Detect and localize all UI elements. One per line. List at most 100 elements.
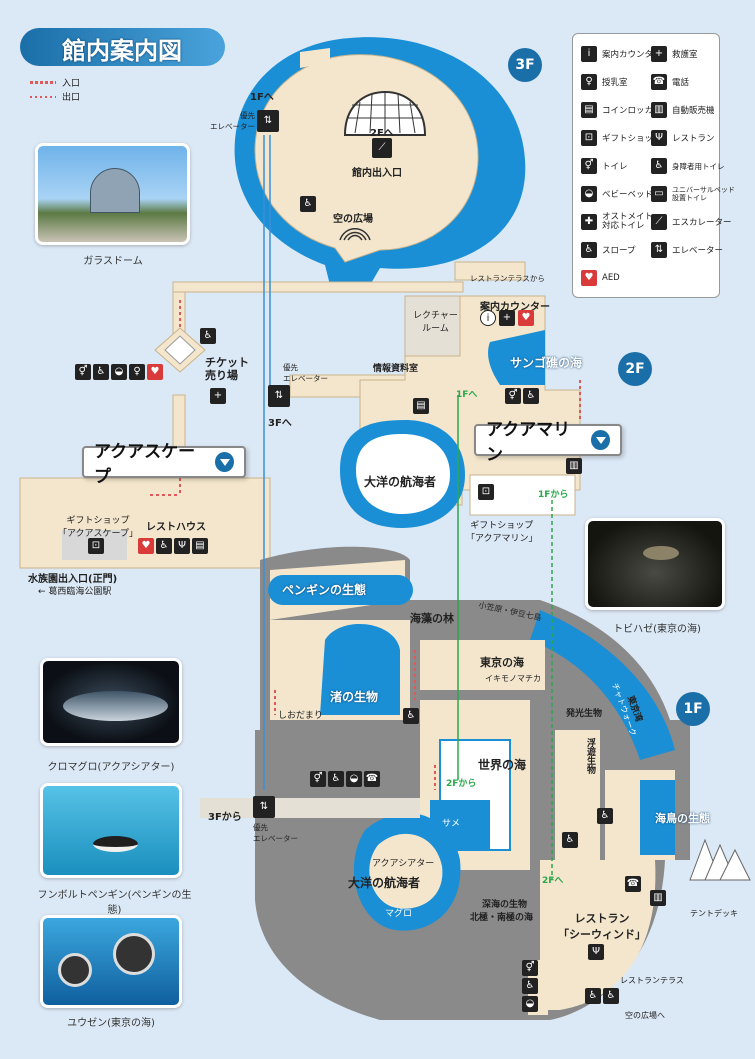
label-gift-aquamarine: ギフトショップ 「アクアマリン」 (466, 521, 538, 544)
elevator-icon: ⇅ (651, 242, 667, 258)
legend-first-aid: +救護室 (651, 40, 698, 68)
label-seaweed: 海藻の林 (410, 612, 454, 625)
1f-south-icons: ⚥ ♿ ◒ (522, 960, 538, 1012)
ticket-facility-icons: ⚥ ♿ ◒ ♀ ♥ (75, 364, 163, 380)
legend-aed: ♥AED (581, 264, 620, 292)
penguin-photo (40, 783, 182, 878)
accessible-toilet-icon: ♿ (328, 771, 344, 787)
floor-1f-badge: 1F (676, 692, 710, 726)
label-tide-pool: しおだまり (278, 711, 323, 721)
legend-elevator: ⇅エレベーター (651, 236, 723, 264)
universal-bed-icon: ▭ (651, 186, 667, 202)
toilet-icon: ⚥ (581, 158, 597, 174)
aed-icon: ♥ (518, 310, 534, 326)
vending-icon-2f: ▥ (566, 458, 582, 474)
label-2f-ocean-voyagers: 大洋の航海者 (364, 475, 437, 489)
legend-toilet: ⚥トイレ (581, 152, 628, 180)
aquamarine-callout[interactable]: アクアマリン (474, 420, 622, 465)
accessible-toilet-icon: ♿ (603, 988, 619, 1004)
label-1f-from-2f: 2Fから (446, 779, 477, 789)
ticket-booth-area (154, 327, 206, 373)
baby-bed-icon: ◒ (346, 771, 362, 787)
label-info-counter: 案内カウンター (480, 302, 550, 313)
label-1f-priority-elevator: 優先 エレベーター (253, 823, 298, 843)
label-ticket: チケット 売り場 (205, 356, 249, 382)
aed-icon: ♥ (581, 270, 597, 286)
photo-caption-butterflyfish: ユウゼン(東京の海) (67, 1018, 155, 1029)
ostomate-icon: ✚ (581, 214, 597, 230)
slope-icon: ♿ (581, 242, 597, 258)
label-1f-ocean-voyagers: 大洋の航海者 (348, 876, 421, 890)
legend-label: レストラン (672, 134, 715, 144)
legend-label: 電話 (672, 78, 690, 88)
tent-deck-icon (689, 838, 751, 881)
elevator-icon-3f[interactable]: ⇅ (257, 110, 279, 132)
slope-icon-1f-b: ♿ (597, 808, 613, 824)
legend-nursing: ♀授乳室 (581, 68, 628, 96)
aquascape-callout[interactable]: アクアスケープ (82, 442, 246, 487)
escalator-icon-3f[interactable]: ⟋ (372, 138, 392, 158)
legend-label: 授乳室 (602, 78, 628, 88)
photo-caption-tuna: クロマグロ(アクアシアター) (47, 762, 175, 773)
elevator-icon-1f[interactable]: ⇅ (253, 796, 275, 818)
elevator-icon-2f[interactable]: ⇅ (268, 385, 290, 407)
label-2f-to-1f: 1Fへ (456, 390, 478, 400)
legend-label: オストメイト 対応トイレ (602, 212, 654, 231)
accessible-toilet-icon: ♿ (522, 978, 538, 994)
elevator-route-lines (263, 135, 271, 790)
first-aid-icon: + (499, 310, 515, 326)
butterflyfish-photo (40, 915, 182, 1008)
entrance-route-lines (150, 300, 581, 790)
vending-icon-1f: ▥ (650, 890, 666, 906)
2f-toilet-icons: ⚥ ♿ (505, 388, 539, 404)
label-penguin: ペンギンの生態 (282, 583, 367, 597)
label-gift-aquascape: ギフトショップ 「アクアスケープ」 (58, 516, 139, 539)
label-resthouse: レストハウス (146, 522, 206, 533)
label-restaurant-terrace-from: レストランテラスから (470, 274, 545, 283)
label-polar: 北極・南極の海 (470, 913, 534, 923)
resthouse-icons: ♥ ♿ Ψ ▤ (138, 538, 208, 554)
label-2f-from-1f: 1Fから (538, 490, 569, 500)
label-3f-priority-elevator: 優先 エレベーター (210, 111, 255, 131)
first-aid-icon-ticket: + (210, 388, 226, 404)
accessible-toilet-icon: ♿ (651, 158, 667, 174)
label-2f-to-3f: 3Fへ (268, 418, 292, 429)
label-2f-priority-elevator: 優先 エレベーター (283, 363, 328, 383)
dome-shape-icon (90, 168, 140, 213)
legend-accessible-toilet: ♿身障者用トイレ (651, 152, 725, 180)
legend-label: ベビーベッド (602, 190, 654, 200)
label-sky-plaza: 空の広場 (333, 214, 373, 225)
slope-icon-1f-a: ♿ (403, 708, 419, 724)
slope-icon: ♿ (585, 988, 601, 1004)
info-counter-icons: i + ♥ (480, 310, 534, 326)
photo-caption-penguin: フンボルトペンギン(ペンギンの生態) (37, 890, 192, 916)
info-icon: i (480, 310, 496, 326)
aquascape-label: アクアスケープ (94, 442, 196, 487)
coin-locker-icon-2f: ▤ (413, 398, 429, 414)
floor-3f-area (234, 37, 526, 285)
legend-vending: ▥自動販売機 (651, 96, 715, 124)
legend-label: ギフトショップ (602, 134, 662, 144)
phone-icon: ☎ (364, 771, 380, 787)
legend-label: エスカレーター (672, 218, 732, 228)
label-1f-to-2f: 2Fへ (542, 876, 564, 886)
label-lecture-room: レクチャー ルーム (413, 311, 458, 334)
legend-label: 自動販売機 (672, 106, 715, 116)
phone-icon: ☎ (651, 74, 667, 90)
info-icon: i (581, 46, 597, 62)
coin-locker-icon: ▤ (192, 538, 208, 554)
label-aqua-theater: アクアシアター (372, 859, 435, 869)
label-tuna: マグロ (385, 909, 413, 919)
glass-dome-icon (343, 90, 427, 136)
label-3f-to-2f: 2Fへ (370, 128, 394, 139)
floor-1f-area (200, 546, 690, 1020)
label-3f-exit: 館内出入口 (352, 168, 402, 179)
label-floating: 浮遊生物 (585, 738, 595, 774)
label-glowing: 発光生物 (566, 709, 603, 719)
first-aid-icon: + (651, 46, 667, 62)
toilet-icon: ⚥ (75, 364, 91, 380)
label-gate: 水族園出入口(正門) (28, 574, 118, 585)
baby-bed-icon: ◒ (581, 186, 597, 202)
